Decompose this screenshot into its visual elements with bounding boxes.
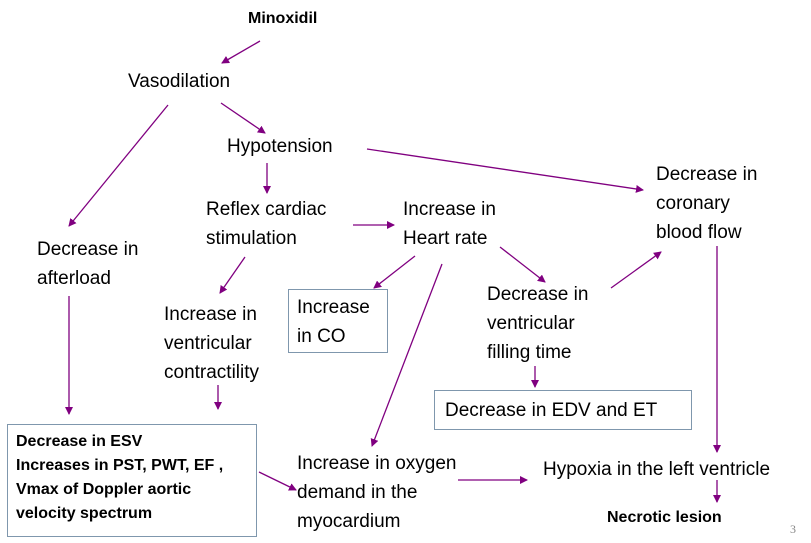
node-text: Hypotension bbox=[227, 136, 333, 157]
node-decrease-filling-time: Decrease in ventricular filling time bbox=[487, 280, 588, 367]
node-text: Increase in oxygen bbox=[297, 453, 457, 474]
node-text: filling time bbox=[487, 342, 572, 363]
arrow-heartrate-oxygen bbox=[370, 263, 443, 447]
node-decrease-coronary-blood-flow: Decrease in coronary blood flow bbox=[656, 160, 757, 247]
node-increase-heart-rate: Increase in Heart rate bbox=[403, 195, 496, 253]
node-text: demand in the bbox=[297, 482, 418, 503]
node-text: stimulation bbox=[206, 228, 297, 249]
node-vasodilation: Vasodilation bbox=[128, 67, 230, 96]
node-increase-oxygen-demand: Increase in oxygen demand in the myocard… bbox=[297, 449, 457, 536]
node-text: ventricular bbox=[164, 333, 252, 354]
node-text: Hypoxia in the left ventricle bbox=[543, 459, 771, 480]
arrow-hypotension-coronary bbox=[366, 148, 644, 193]
node-decrease-esv: Decrease in ESV Increases in PST, PWT, E… bbox=[7, 424, 257, 537]
node-decrease-afterload: Decrease in afterload bbox=[37, 235, 138, 293]
node-text: Decrease in bbox=[37, 239, 139, 260]
node-text: velocity spectrum bbox=[16, 505, 153, 522]
node-text: Increases in PST, PWT, EF , bbox=[16, 457, 224, 474]
node-text: blood flow bbox=[656, 222, 742, 243]
arrow-minoxidil-vasodilation bbox=[221, 40, 261, 64]
arrow-vasodilation-afterload bbox=[68, 104, 169, 227]
node-text: afterload bbox=[37, 268, 111, 289]
node-minoxidil: Minoxidil bbox=[248, 7, 317, 31]
arrow-heartrate-filling bbox=[499, 246, 546, 283]
arrow-vasodilation-hypotension bbox=[220, 102, 266, 134]
node-text: Decrease in EDV and ET bbox=[445, 400, 658, 421]
node-text: Vasodilation bbox=[128, 71, 231, 92]
page-number: 3 bbox=[790, 522, 796, 536]
node-reflex-cardiac-stimulation: Reflex cardiac stimulation bbox=[206, 195, 326, 253]
arrow-filling-coronary bbox=[610, 251, 662, 289]
node-hypoxia-left-ventricle: Hypoxia in the left ventricle bbox=[543, 455, 770, 484]
node-text: Increase in bbox=[403, 199, 496, 220]
node-text: in CO bbox=[297, 326, 346, 347]
arrow-esv-oxygen bbox=[258, 471, 297, 491]
arrow-heartrate-co bbox=[373, 255, 416, 289]
node-text: Increase bbox=[297, 297, 370, 318]
node-hypotension: Hypotension bbox=[227, 132, 333, 161]
node-text: coronary bbox=[656, 193, 730, 214]
node-text: Vmax of Doppler aortic bbox=[16, 481, 192, 498]
node-text: Minoxidil bbox=[248, 10, 318, 27]
node-text: Necrotic lesion bbox=[607, 509, 722, 526]
arrow-reflex-contractility bbox=[219, 256, 246, 294]
node-decrease-edv-et: Decrease in EDV and ET bbox=[434, 390, 692, 430]
node-necrotic-lesion: Necrotic lesion bbox=[607, 506, 722, 530]
node-text: myocardium bbox=[297, 511, 401, 532]
node-text: Heart rate bbox=[403, 228, 488, 249]
node-increase-co: Increase in CO bbox=[288, 289, 388, 353]
node-text: Decrease in ESV bbox=[16, 433, 143, 450]
node-text: contractility bbox=[164, 362, 260, 383]
node-text: Decrease in bbox=[656, 164, 758, 185]
node-increase-contractility: Increase in ventricular contractility bbox=[164, 300, 259, 387]
node-text: Decrease in bbox=[487, 284, 589, 305]
node-text: ventricular bbox=[487, 313, 575, 334]
node-text: Increase in bbox=[164, 304, 257, 325]
node-text: Reflex cardiac bbox=[206, 199, 327, 220]
